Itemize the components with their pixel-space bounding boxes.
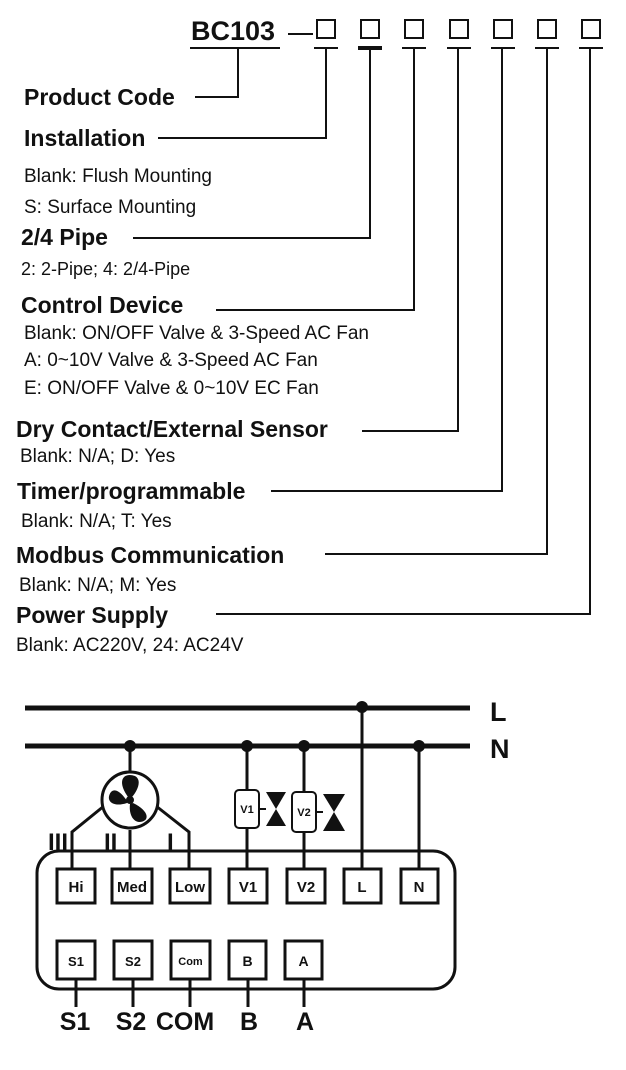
valve-icon	[266, 792, 286, 826]
bottom-terminal-row: S1 S2 Com B A	[55, 939, 324, 981]
terminal-low-label: Low	[175, 879, 205, 896]
terminal-hi	[55, 867, 97, 905]
speed-mark-medium: II	[104, 829, 117, 856]
terminal-s2-label: S2	[125, 954, 141, 969]
bus-label-n: N	[490, 734, 510, 764]
terminal-com	[169, 939, 212, 981]
power-option-1: Blank: AC220V, 24: AC24V	[16, 635, 244, 656]
terminal-l-label: L	[357, 879, 366, 896]
leader-lines	[133, 48, 591, 615]
modbus-option-1: Blank: N/A; M: Yes	[19, 575, 176, 596]
terminal-v1	[227, 867, 269, 905]
control-option-1: Blank: ON/OFF Valve & 3-Speed AC Fan	[24, 323, 369, 344]
section-title-dry-contact: Dry Contact/External Sensor	[16, 416, 328, 442]
lead-label-com: COM	[156, 1008, 214, 1036]
pipe-option-1: 2: 2-Pipe; 4: 2/4-Pipe	[21, 259, 190, 279]
section-title-product-code: Product Code	[24, 84, 175, 110]
terminal-b-label: B	[242, 953, 252, 969]
speed-mark-high: III	[48, 829, 68, 856]
controller-housing	[35, 849, 457, 991]
code-slot-power	[581, 19, 601, 39]
valve-icon	[323, 794, 345, 831]
terminal-v2	[285, 867, 327, 905]
timer-option-1: Blank: N/A; T: Yes	[21, 511, 172, 532]
terminal-s1	[55, 939, 97, 981]
bus-label-l: L	[490, 697, 507, 727]
terminal-a-label: A	[298, 953, 308, 969]
installation-option-1: Blank: Flush Mounting	[24, 166, 212, 187]
fan-icon	[100, 770, 160, 830]
code-slot-modbus	[537, 19, 557, 39]
terminal-com-label: Com	[178, 956, 203, 968]
valve-v2-label: V2	[297, 807, 310, 819]
section-title-installation: Installation	[24, 125, 145, 151]
terminal-v1-label: V1	[239, 879, 257, 896]
section-title-control: Control Device	[21, 292, 183, 318]
terminal-s1-label: S1	[68, 954, 84, 969]
installation-option-2: S: Surface Mounting	[24, 197, 196, 218]
section-title-power: Power Supply	[16, 602, 168, 628]
code-slot-control	[404, 19, 424, 39]
control-option-2: A: 0~10V Valve & 3-Speed AC Fan	[24, 350, 318, 371]
code-slot-pipe	[360, 19, 380, 39]
valve-v1-label: V1	[240, 804, 253, 816]
control-option-3: E: ON/OFF Valve & 0~10V EC Fan	[24, 378, 319, 399]
top-terminal-row: Hi Med Low V1 V2 L N	[55, 867, 440, 905]
product-code-prefix: BC103	[191, 16, 275, 46]
lead-label-s1: S1	[60, 1008, 91, 1036]
section-title-pipe: 2/4 Pipe	[21, 224, 108, 250]
wiring-diagram: L N III II I V1	[25, 697, 510, 1036]
terminal-s2	[112, 939, 154, 981]
terminal-n	[399, 867, 440, 905]
lead-label-a: A	[296, 1008, 314, 1036]
terminal-l	[342, 867, 383, 905]
lead-label-s2: S2	[116, 1008, 147, 1036]
terminal-hi-label: Hi	[69, 879, 84, 896]
dry-contact-option-1: Blank: N/A; D: Yes	[20, 446, 175, 467]
section-title-timer: Timer/programmable	[17, 478, 245, 504]
terminal-med-label: Med	[117, 879, 147, 896]
code-slot-dry-contact	[449, 19, 469, 39]
terminal-n-label: N	[414, 879, 425, 896]
terminal-v2-label: V2	[297, 879, 315, 896]
section-title-modbus: Modbus Communication	[16, 542, 284, 568]
terminal-med	[110, 867, 154, 905]
lead-label-b: B	[240, 1008, 258, 1036]
code-slot-installation	[316, 19, 336, 39]
terminal-low	[168, 867, 212, 905]
speed-mark-low: I	[167, 829, 174, 856]
code-slot-timer	[493, 19, 513, 39]
